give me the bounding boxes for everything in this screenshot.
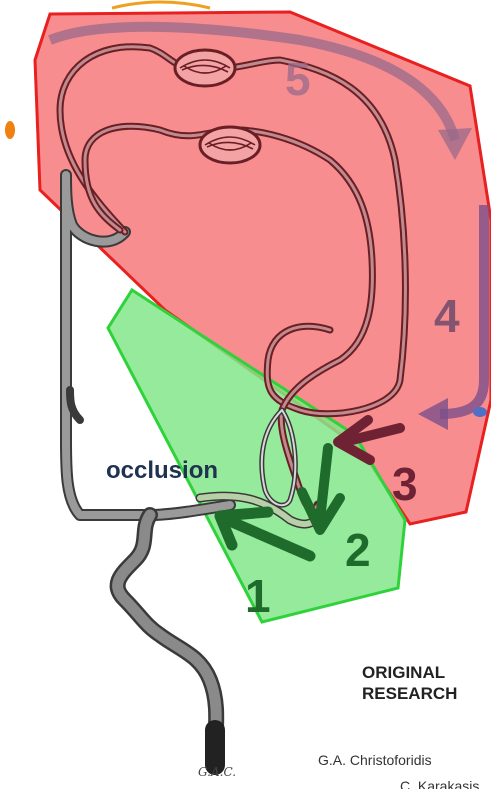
step-4-label: 4 <box>434 290 460 342</box>
article-heading-line2: RESEARCH <box>362 683 491 704</box>
step-1-label: 1 <box>245 570 271 622</box>
artist-signature: G.A.C. <box>198 765 236 779</box>
step-5-label: 5 <box>285 53 311 105</box>
authors-line1: G.A. Christoforidis <box>318 752 491 768</box>
article-heading: ORIGINAL RESEARCH <box>362 662 491 704</box>
step-2-label: 2 <box>345 524 371 576</box>
orange-arc-artifact <box>112 2 210 8</box>
cortex-gyrus-upper <box>175 50 235 86</box>
cortex-gyrus-lower <box>200 127 260 163</box>
article-heading-line1: ORIGINAL <box>362 662 491 683</box>
orange-blob-artifact <box>5 121 15 139</box>
authors-line2: C. Karakasis <box>400 778 491 789</box>
occlusion-label: occlusion <box>106 457 218 484</box>
step-3-label: 3 <box>392 458 418 510</box>
